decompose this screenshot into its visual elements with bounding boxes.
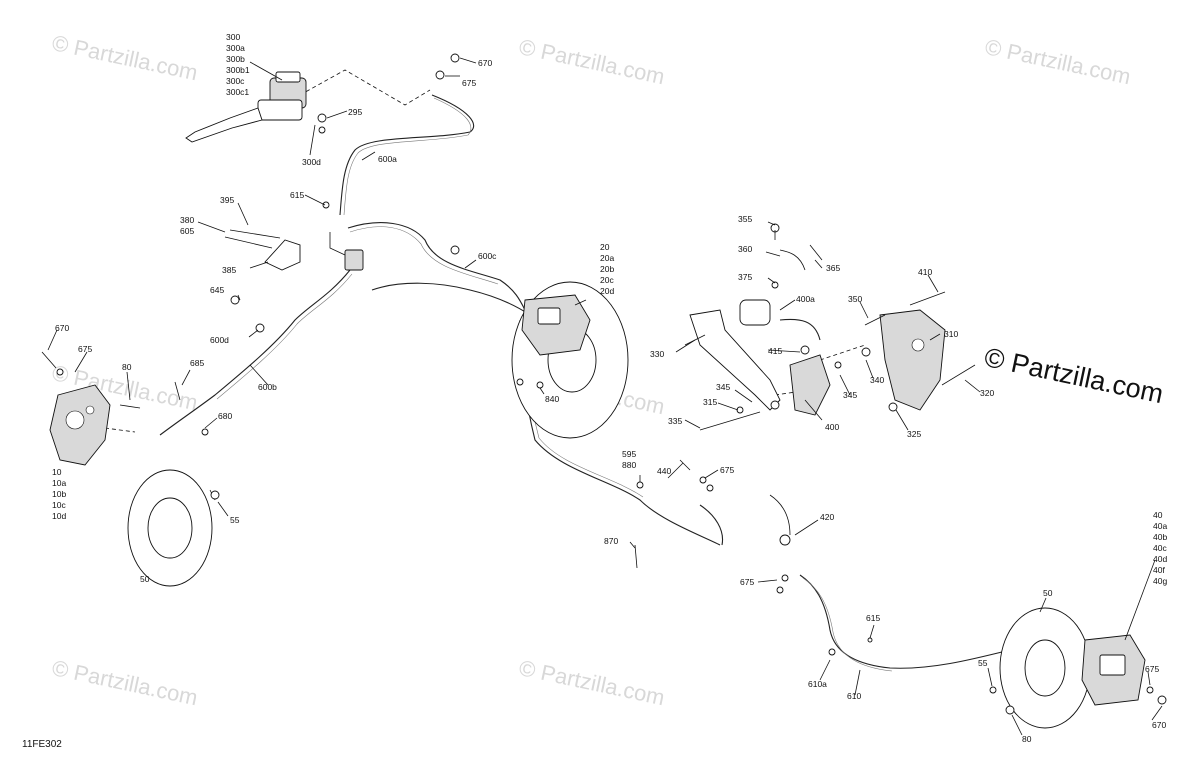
- part-label: 610: [847, 691, 861, 701]
- part-label: 40f: [1153, 565, 1165, 575]
- part-label: 350: [848, 294, 862, 304]
- part-label: 40c: [1153, 543, 1167, 553]
- part-label: 300c1: [226, 87, 249, 97]
- part-label: 20d: [600, 286, 614, 296]
- brake-distribution-block: [329, 232, 364, 271]
- part-label: 335: [668, 416, 682, 426]
- part-label: 300a: [226, 43, 245, 53]
- label-leaders: [47, 57, 1163, 736]
- part-label: 20c: [600, 275, 614, 285]
- part-label: 345: [716, 382, 730, 392]
- part-label: 870: [604, 536, 618, 546]
- front-left-brake-disc: [127, 469, 213, 587]
- part-label: 600b: [258, 382, 277, 392]
- part-label: 50: [1043, 588, 1053, 598]
- part-label: 410: [918, 267, 932, 277]
- part-label: 315: [703, 397, 717, 407]
- part-label: 400a: [796, 294, 815, 304]
- rear-master-cylinder: [739, 299, 831, 416]
- part-label: 385: [222, 265, 236, 275]
- pedal-bracket: [879, 309, 946, 411]
- part-label: 670: [55, 323, 69, 333]
- diagram-code: 11FE302: [22, 739, 62, 750]
- part-label: 20a: [600, 253, 614, 263]
- front-left-caliper: [49, 384, 111, 466]
- mounting-bracket: [264, 239, 301, 271]
- part-label: 40g: [1153, 576, 1167, 586]
- part-label: 320: [980, 388, 994, 398]
- part-label: 295: [348, 107, 362, 117]
- part-label: 20b: [600, 264, 614, 274]
- part-label: 55: [978, 658, 988, 668]
- part-label: 605: [180, 226, 194, 236]
- part-label: 360: [738, 244, 752, 254]
- part-label: 345: [843, 390, 857, 400]
- part-label: 10: [52, 467, 62, 477]
- part-label: 300: [226, 32, 240, 42]
- part-label: 50: [140, 574, 150, 584]
- part-label: 40a: [1153, 521, 1167, 531]
- part-label: 300d: [302, 157, 321, 167]
- part-label: 340: [870, 375, 884, 385]
- part-label: 440: [657, 466, 671, 476]
- part-label: 675: [740, 577, 754, 587]
- part-label: 595: [622, 449, 636, 459]
- part-label: 355: [738, 214, 752, 224]
- part-label: 330: [650, 349, 664, 359]
- part-label: 615: [866, 613, 880, 623]
- brake-lines: [159, 94, 1071, 672]
- rear-brake-disc: [999, 607, 1091, 729]
- part-label: 680: [218, 411, 232, 421]
- part-label: 675: [1145, 664, 1159, 674]
- part-label: 600c: [478, 251, 497, 261]
- part-label: 300b: [226, 54, 245, 64]
- part-label: 310: [944, 329, 958, 339]
- part-label: 300b1: [226, 65, 250, 75]
- part-label: 80: [122, 362, 132, 372]
- part-labels: 300 300a 300b 300b1 300c 300c1 295 300d …: [52, 32, 1167, 744]
- part-label: 420: [820, 512, 834, 522]
- part-label: 880: [622, 460, 636, 470]
- part-label: 840: [545, 394, 559, 404]
- part-label: 645: [210, 285, 224, 295]
- part-label: 615: [290, 190, 304, 200]
- part-label: 670: [1152, 720, 1166, 730]
- part-label: 40b: [1153, 532, 1167, 542]
- part-label: 395: [220, 195, 234, 205]
- rear-caliper: [1081, 634, 1146, 706]
- part-label: 325: [907, 429, 921, 439]
- part-label: 10a: [52, 478, 66, 488]
- part-label: 600a: [378, 154, 397, 164]
- part-label: 80: [1022, 734, 1032, 744]
- part-label: 675: [462, 78, 476, 88]
- part-label: 40: [1153, 510, 1163, 520]
- front-master-cylinder: [185, 71, 307, 143]
- part-label: 685: [190, 358, 204, 368]
- part-label: 415: [768, 346, 782, 356]
- part-label: 675: [720, 465, 734, 475]
- part-label: 300c: [226, 76, 245, 86]
- wheel-speed-sensor: [769, 494, 791, 546]
- part-label: 10d: [52, 511, 66, 521]
- part-label: 675: [78, 344, 92, 354]
- part-label: 380: [180, 215, 194, 225]
- part-label: 40d: [1153, 554, 1167, 564]
- part-label: 610a: [808, 679, 827, 689]
- front-right-caliper: [521, 294, 591, 356]
- part-label: 670: [478, 58, 492, 68]
- part-label: 55: [230, 515, 240, 525]
- part-label: 10b: [52, 489, 66, 499]
- part-label: 600d: [210, 335, 229, 345]
- part-label: 20: [600, 242, 610, 252]
- part-label: 10c: [52, 500, 66, 510]
- part-label: 375: [738, 272, 752, 282]
- part-label: 400: [825, 422, 839, 432]
- part-label: 365: [826, 263, 840, 273]
